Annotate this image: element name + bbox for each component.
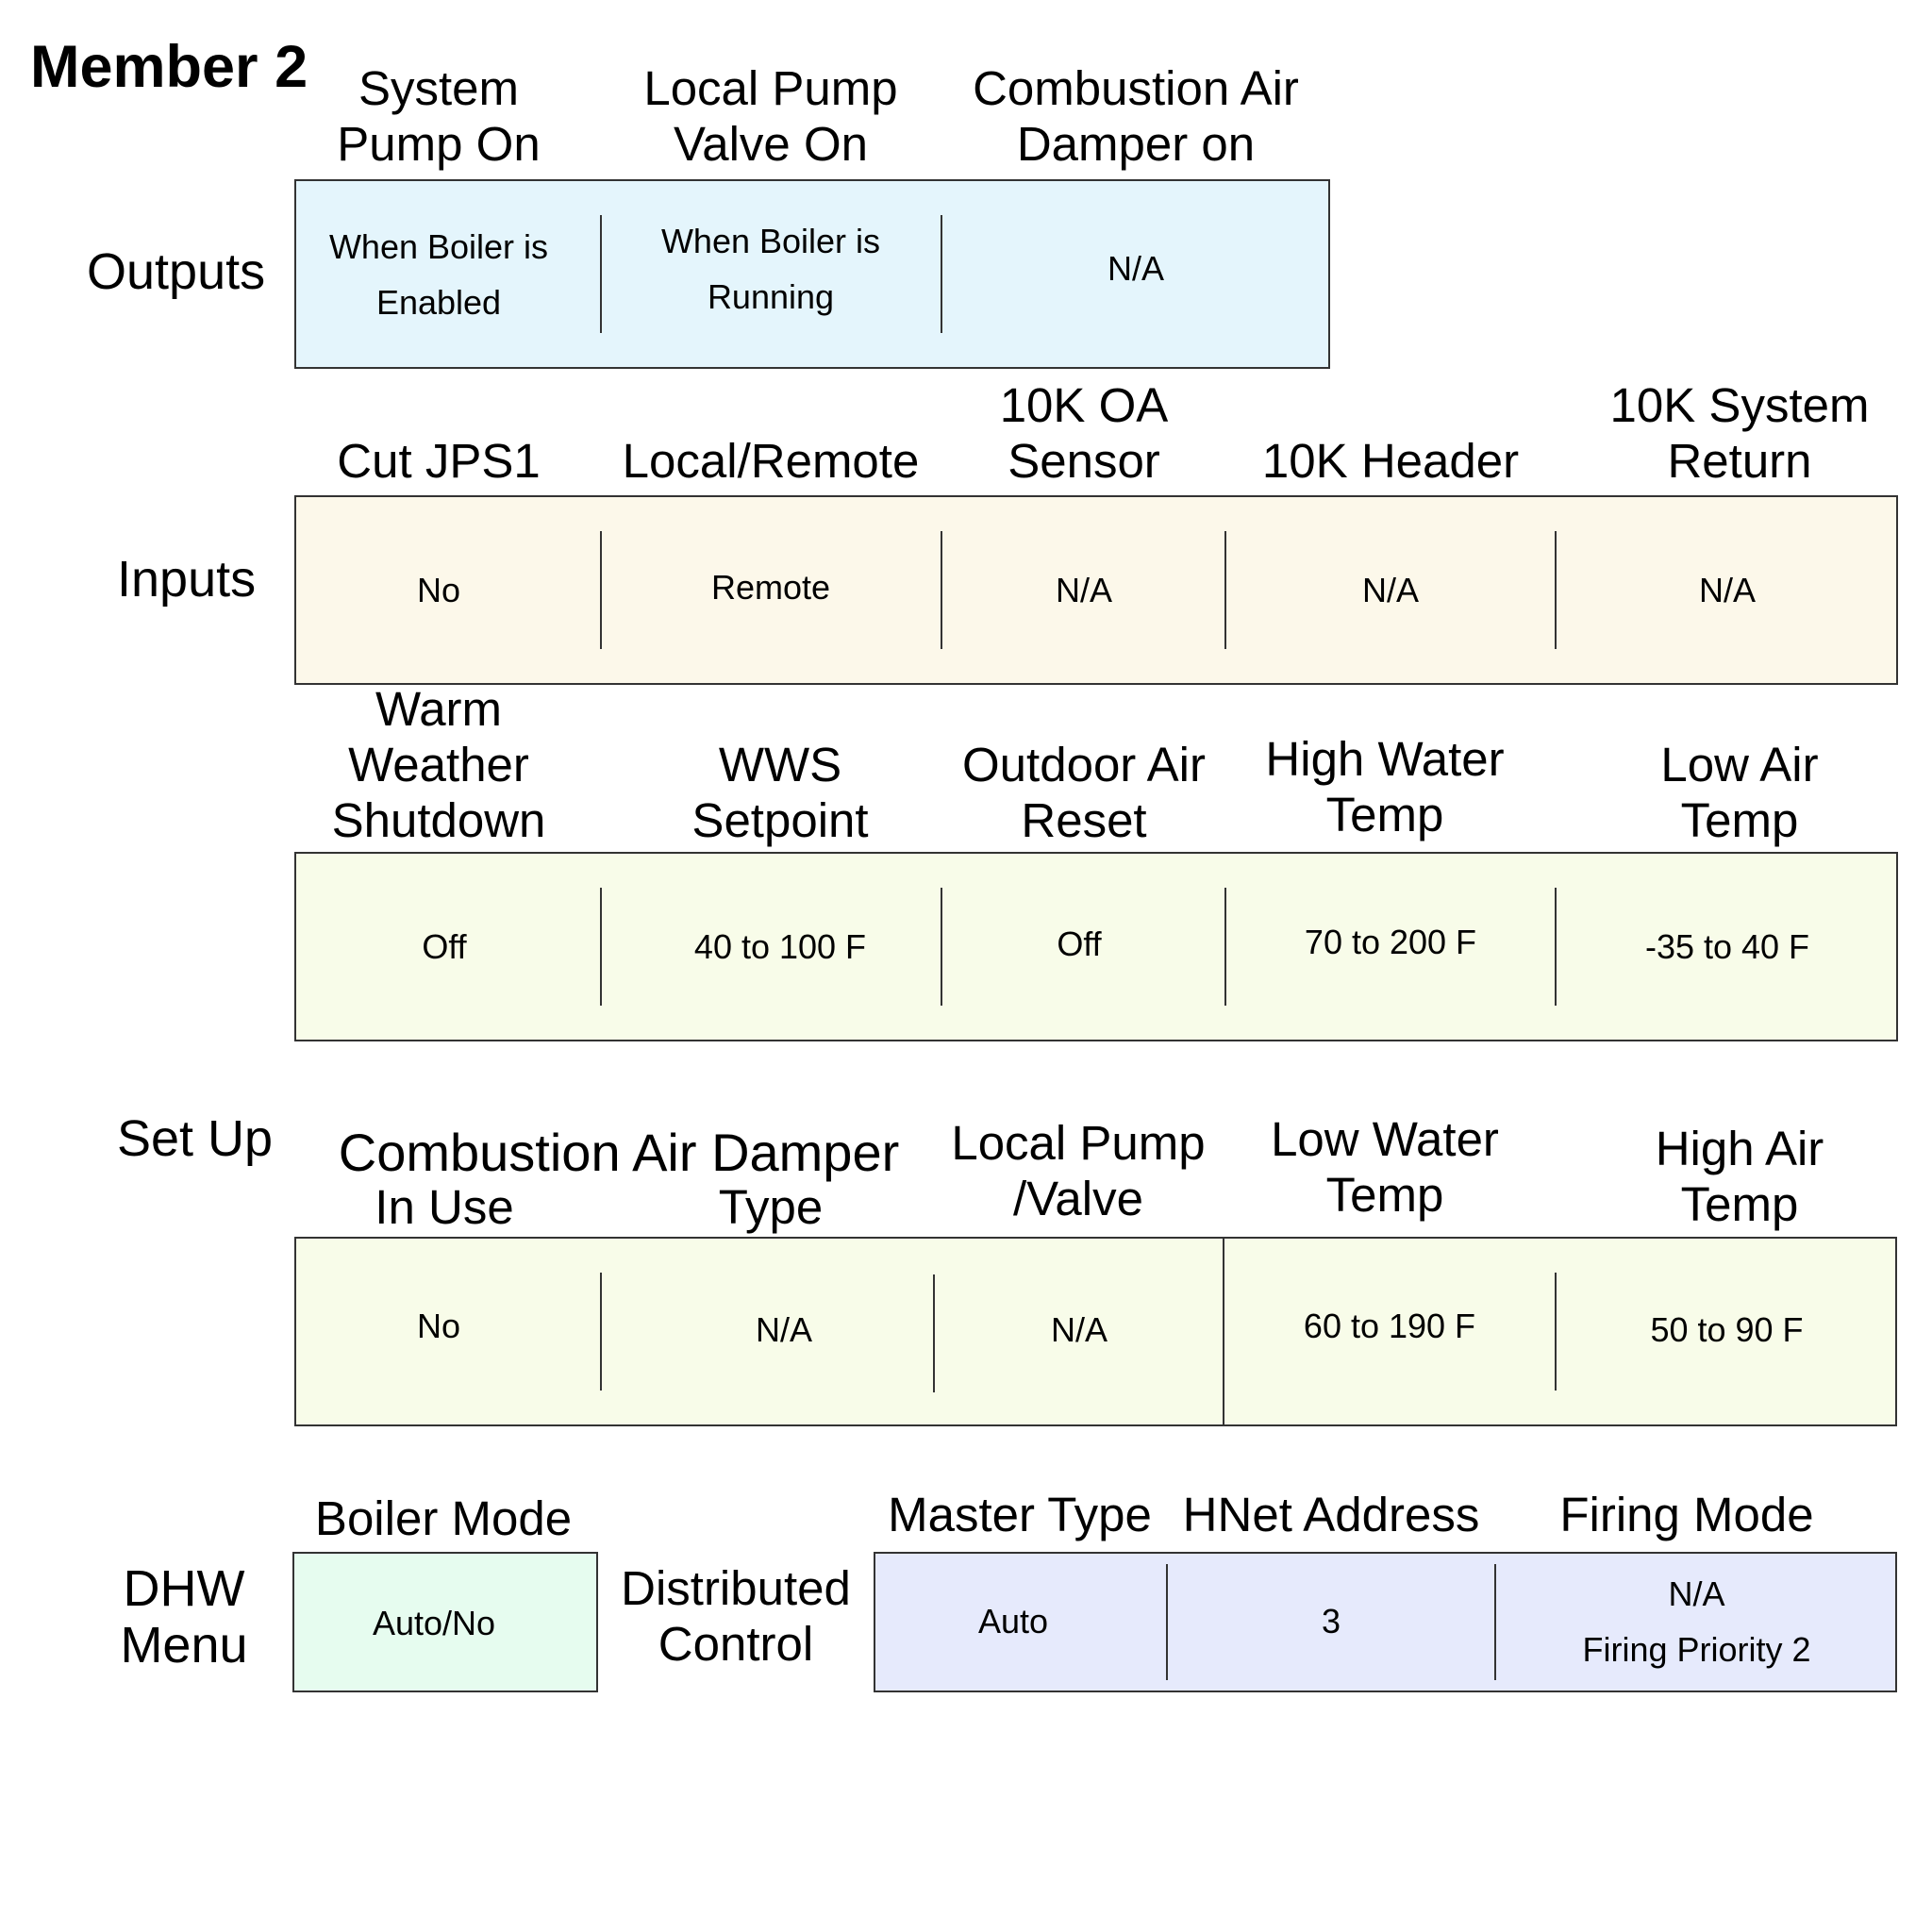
inputs-value-local-remote: Remote bbox=[710, 568, 831, 607]
setup-divider bbox=[1555, 1273, 1557, 1391]
boiler-mode-box bbox=[292, 1552, 598, 1692]
setup-header-combustion-air-damper-group: Combustion Air Damper bbox=[338, 1123, 900, 1182]
inputs-header-local-remote: Local/Remote bbox=[622, 434, 920, 488]
outputs-label: Outputs bbox=[87, 243, 266, 300]
setup-header-in-use: In Use bbox=[375, 1180, 514, 1234]
outputs-box bbox=[294, 179, 1330, 369]
distributed-divider bbox=[1494, 1564, 1496, 1680]
setup-divider bbox=[1223, 1237, 1224, 1426]
distributed-control-label: Distributed Control bbox=[613, 1560, 858, 1672]
settings-divider bbox=[1555, 888, 1557, 1006]
inputs-divider bbox=[1555, 531, 1557, 649]
settings-divider bbox=[600, 888, 602, 1006]
setup-divider bbox=[933, 1274, 935, 1392]
inputs-divider bbox=[600, 531, 602, 649]
settings-divider bbox=[1224, 888, 1226, 1006]
dhw-menu-line: Menu bbox=[120, 1617, 248, 1674]
page-title: Member 2 bbox=[30, 34, 308, 100]
distributed-control-line: Distributed bbox=[621, 1561, 851, 1615]
setup-value-low-water-temp: 60 to 190 F bbox=[1303, 1307, 1476, 1345]
setup-header-local-pump-valve: Local Pump/Valve bbox=[951, 1116, 1206, 1225]
outputs-divider bbox=[941, 215, 942, 333]
settings-divider bbox=[941, 888, 942, 1006]
settings-box bbox=[294, 852, 1898, 1041]
settings-value-high-water-temp: 70 to 200 F bbox=[1304, 923, 1477, 961]
distributed-header-hnet-address: HNet Address bbox=[1182, 1488, 1480, 1541]
inputs-divider bbox=[941, 531, 942, 649]
setup-value-in-use: No bbox=[416, 1307, 461, 1345]
outputs-value-combustion-air-damper: N/A bbox=[1107, 249, 1164, 288]
distributed-box bbox=[874, 1552, 1897, 1692]
distributed-divider bbox=[1166, 1564, 1168, 1680]
settings-value-low-air-temp: -35 to 40 F bbox=[1644, 927, 1810, 966]
inputs-value-10k-system-return: N/A bbox=[1698, 571, 1756, 609]
dhw-header-boiler-mode: Boiler Mode bbox=[314, 1491, 573, 1545]
boiler-mode-value: Auto/No bbox=[372, 1604, 496, 1642]
dhw-menu-line: DHW bbox=[123, 1560, 245, 1617]
inputs-divider bbox=[1224, 531, 1226, 649]
inputs-value-10k-oa-sensor: N/A bbox=[1055, 571, 1112, 609]
distributed-value-master-type: Auto bbox=[977, 1602, 1049, 1641]
distributed-control-line: Control bbox=[658, 1617, 814, 1671]
inputs-value-10k-header: N/A bbox=[1361, 571, 1419, 609]
setup-divider bbox=[600, 1273, 602, 1391]
dhw-menu-label: DHW Menu bbox=[104, 1560, 264, 1674]
setup-value-local-pump-valve: N/A bbox=[1050, 1310, 1108, 1349]
setup-label: Set Up bbox=[117, 1110, 274, 1167]
distributed-header-master-type: Master Type bbox=[888, 1488, 1152, 1541]
setup-box bbox=[294, 1237, 1897, 1426]
inputs-header-cut-jps1: Cut JPS1 bbox=[337, 434, 541, 488]
settings-value-outdoor-air-reset: Off bbox=[1057, 924, 1102, 963]
distributed-value-hnet-address: 3 bbox=[1321, 1602, 1341, 1641]
setup-value-high-air-temp: 50 to 90 F bbox=[1650, 1310, 1804, 1349]
outputs-divider bbox=[600, 215, 602, 333]
inputs-value-cut-jps1: No bbox=[416, 571, 461, 609]
setup-value-type: N/A bbox=[755, 1310, 812, 1349]
setup-header-type: Type bbox=[718, 1180, 824, 1234]
inputs-box bbox=[294, 495, 1898, 685]
distributed-header-firing-mode: Firing Mode bbox=[1559, 1488, 1814, 1541]
settings-value-wws-setpoint: 40 to 100 F bbox=[693, 927, 867, 966]
inputs-header-10k-header: 10K Header bbox=[1261, 434, 1520, 488]
inputs-label: Inputs bbox=[117, 551, 257, 608]
settings-value-warm-weather-shutdown: Off bbox=[422, 927, 467, 966]
